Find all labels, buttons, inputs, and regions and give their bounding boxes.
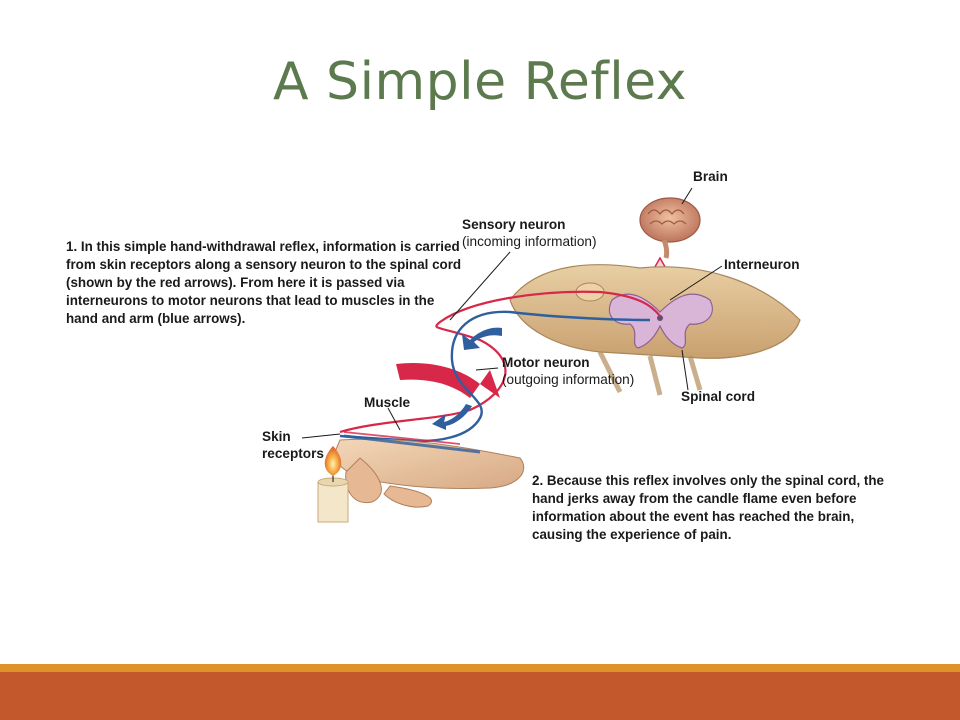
hand-figure: [333, 431, 525, 508]
candle-figure: [317, 446, 349, 523]
sensory-path: [339, 290, 661, 434]
label-muscle: Muscle: [364, 394, 410, 411]
brain-figure: [639, 197, 701, 259]
label-muscle-text: Muscle: [364, 395, 411, 410]
slide-title: A Simple Reflex: [272, 52, 688, 112]
caption-step-2: 2. Because this reflex involves only the…: [532, 473, 884, 542]
label-sensory-neuron: Sensory neuron (incoming information): [462, 216, 596, 250]
accent-bar: [0, 664, 960, 672]
label-brain: Brain: [693, 168, 728, 185]
label-spinal-cord-text: Spinal cord: [681, 389, 756, 404]
leader-lines: [301, 187, 723, 439]
label-motor-neuron: Motor neuron (outgoing information): [502, 354, 634, 388]
label-motor-neuron-text: Motor neuron: [502, 355, 590, 370]
footer-bar: [0, 672, 960, 720]
label-motor-neuron-sub: (outgoing information): [502, 372, 635, 387]
label-sensory-neuron-sub: (incoming information): [462, 234, 597, 249]
label-skin-receptors: Skin receptors: [262, 428, 324, 462]
label-sensory-neuron-text: Sensory neuron: [462, 217, 566, 232]
caption-step-1: 1. In this simple hand-withdrawal reflex…: [66, 239, 462, 326]
label-receptors-text: receptors: [262, 446, 324, 461]
label-interneuron-text: Interneuron: [724, 257, 800, 272]
label-interneuron: Interneuron: [724, 256, 800, 273]
motor-path: [339, 310, 651, 443]
label-spinal-cord: Spinal cord: [681, 388, 755, 405]
label-skin-text: Skin: [262, 429, 291, 444]
label-brain-text: Brain: [693, 169, 728, 184]
